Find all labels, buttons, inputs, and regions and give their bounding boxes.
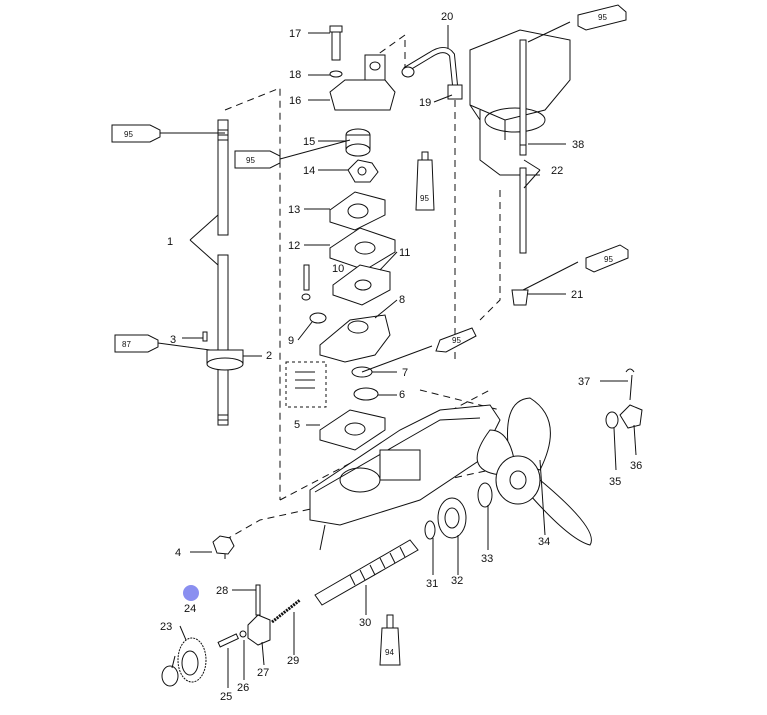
- gear-housing: [309, 404, 501, 551]
- label-6: 6: [399, 389, 405, 401]
- cross-pin: [255, 584, 261, 616]
- label-37: 37: [578, 376, 590, 388]
- shaft-pin: [202, 331, 208, 342]
- label-29: 29: [287, 655, 299, 667]
- part-labels: 17 18 16 15 14 13 12 11 10 8 9 1 3 2 7 6…: [160, 11, 642, 703]
- shift-rod: [519, 39, 527, 254]
- label-30: 30: [359, 617, 371, 629]
- label-15: 15: [303, 136, 315, 148]
- label-1: 1: [167, 236, 173, 248]
- reverse-gear: [177, 637, 207, 683]
- label-13: 13: [288, 204, 300, 216]
- label-14: 14: [303, 165, 315, 177]
- washer-35: [605, 411, 619, 429]
- ball-26: [239, 630, 247, 638]
- label-26: 26: [237, 682, 249, 694]
- label-12: 12: [288, 240, 300, 252]
- label-9: 9: [288, 335, 294, 347]
- label-32: 32: [451, 575, 463, 587]
- leader-lines: [171, 25, 637, 688]
- nut-4: [212, 535, 235, 555]
- label-25: 25: [220, 691, 232, 703]
- rod-grommet: [511, 289, 529, 306]
- svg-text:95: 95: [420, 194, 429, 203]
- bearing-31: [424, 520, 436, 540]
- svg-text:95: 95: [604, 255, 613, 264]
- label-23: 23: [160, 621, 172, 633]
- forward-gear: [437, 497, 467, 539]
- label-24: 24: [184, 603, 196, 615]
- tube-leaders: [157, 21, 579, 373]
- label-16: 16: [289, 95, 301, 107]
- label-33: 33: [481, 553, 493, 565]
- label-11: 11: [399, 247, 410, 259]
- label-2: 2: [266, 350, 272, 362]
- svg-text:95: 95: [598, 13, 607, 22]
- return-spring: [271, 598, 301, 624]
- lubricant-tube-95-a: 95: [111, 124, 161, 143]
- lubricant-tube-95-c: 95: [435, 327, 477, 353]
- label-18: 18: [289, 69, 301, 81]
- water-pump-parts: [301, 25, 396, 451]
- clutch: [247, 614, 271, 646]
- label-8: 8: [399, 294, 405, 306]
- label-34: 34: [538, 536, 550, 548]
- shift-pin-25: [217, 633, 239, 648]
- svg-text:87: 87: [122, 340, 131, 349]
- lubricant-tube-87: 87: [114, 334, 159, 353]
- lubricant-tube-95-b: 95: [234, 150, 281, 169]
- label-19: 19: [419, 97, 431, 109]
- label-22: 22: [551, 165, 563, 177]
- label-3: 3: [170, 334, 176, 346]
- svg-text:95: 95: [246, 156, 255, 165]
- label-36: 36: [630, 460, 642, 472]
- label-4: 4: [175, 547, 181, 559]
- shaft-bearing: [206, 349, 244, 371]
- thrust-washer: [477, 482, 493, 508]
- water-tube: [401, 47, 463, 100]
- lubricant-tube-95-e: 95: [585, 244, 629, 273]
- label-28: 28: [216, 585, 228, 597]
- label-27: 27: [257, 667, 269, 679]
- svg-text:95: 95: [124, 130, 133, 139]
- drive-shaft: [189, 119, 229, 426]
- label-7: 7: [402, 367, 408, 379]
- label-31: 31: [426, 578, 438, 590]
- label-20: 20: [441, 11, 453, 23]
- cotter-pin: [625, 368, 635, 401]
- propeller-shaft: [314, 539, 419, 606]
- label-5: 5: [294, 419, 300, 431]
- prop-nut: [619, 404, 643, 429]
- label-10: 10: [332, 263, 344, 275]
- label-17: 17: [289, 28, 301, 40]
- svg-text:95: 95: [452, 336, 461, 345]
- lubricant-tube-95-d: 95: [577, 4, 627, 31]
- propeller: [476, 397, 592, 546]
- svg-text:94: 94: [385, 648, 394, 657]
- lubricant-tube-95-f: 95: [415, 151, 435, 211]
- label-21: 21: [571, 289, 583, 301]
- highlight-marker: [183, 585, 199, 601]
- lubricant-tube-94: 94: [379, 614, 401, 666]
- bushing-23: [161, 665, 179, 687]
- pin-kit-box: [285, 361, 327, 408]
- label-35: 35: [609, 476, 621, 488]
- label-38: 38: [572, 139, 584, 151]
